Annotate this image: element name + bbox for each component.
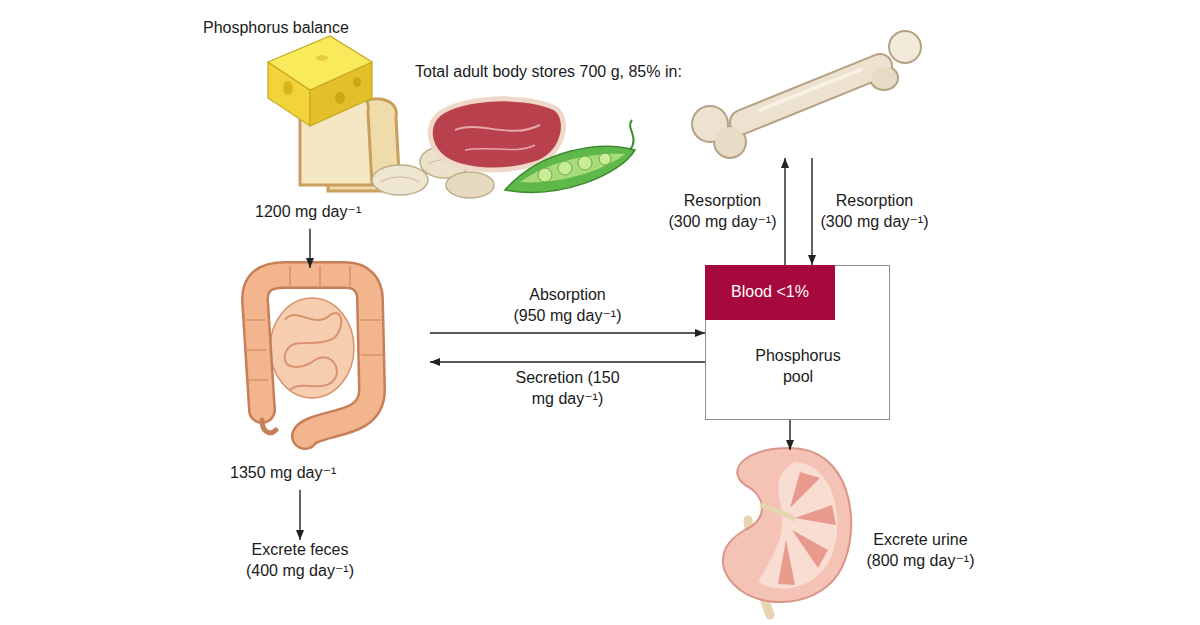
kidney: Excrete urine (800 mg day⁻¹) xyxy=(715,450,1000,610)
pea-pod-illustration xyxy=(599,153,611,165)
bone-illustration xyxy=(871,67,897,89)
intestine-illustration xyxy=(255,275,372,436)
pea-pod-illustration xyxy=(578,156,592,170)
flow-label: Secretion (150 mg day⁻¹) xyxy=(513,368,622,410)
node-text: 1200 mg day⁻¹ xyxy=(255,202,415,223)
intestine-illustration xyxy=(245,266,383,436)
cheese-illustration xyxy=(283,81,293,95)
bone-illustration xyxy=(742,66,880,122)
meat-illustration xyxy=(430,99,563,170)
mushroom-illustration xyxy=(380,177,420,182)
intestine-illustration xyxy=(285,313,342,390)
pea-pod-illustration xyxy=(630,120,634,150)
pea-pod-illustration xyxy=(505,120,635,192)
flow-label: Resorption (300 mg day⁻¹) xyxy=(668,191,777,233)
blood-box: Blood <1% xyxy=(705,265,835,320)
bone-illustration xyxy=(742,66,880,122)
kidney-illustration xyxy=(723,448,851,615)
intestine-illustration xyxy=(262,420,276,433)
node-text: Total adult body stores 700 g, 85% in: xyxy=(415,62,745,83)
kidney-illustration xyxy=(778,540,795,585)
cheese-illustration xyxy=(268,36,372,126)
pea-pod-illustration xyxy=(520,154,625,183)
pea-pod-illustration xyxy=(538,168,552,182)
food-intake: 1200 mg day⁻¹ xyxy=(245,16,645,229)
secretion-arrow xyxy=(430,361,705,362)
bone-illustration xyxy=(760,70,860,110)
node-text: Excrete urine (800 mg day⁻¹) xyxy=(858,530,983,572)
cheese-illustration xyxy=(316,55,328,61)
kidney-illustration xyxy=(792,530,828,568)
bone-illustration xyxy=(888,30,922,64)
kidney-illustration xyxy=(790,472,820,508)
large-intestine: 1350 mg day⁻¹ xyxy=(215,268,430,490)
fecal-output: Excrete feces (400 mg day⁻¹) xyxy=(240,540,360,582)
fecal-excretion-arrow xyxy=(299,490,300,540)
pea-pod-illustration xyxy=(505,146,635,192)
bone-release-arrow xyxy=(811,158,812,265)
kidney-illustration xyxy=(760,505,795,520)
intestine-illustration xyxy=(255,275,372,436)
bone-uptake-arrow xyxy=(784,158,785,265)
node-text: 1350 mg day⁻¹ xyxy=(230,463,380,484)
renal-excretion-arrow xyxy=(789,420,790,450)
meat-illustration xyxy=(465,145,535,150)
intestine-illustration xyxy=(270,298,354,398)
bone-store: Total adult body stores 700 g, 85% in: xyxy=(410,28,930,158)
cheese-illustration xyxy=(353,77,361,87)
phosphorus-pool-box: Phosphorus pool Blood <1% xyxy=(705,265,890,420)
flow-label: Resorption (300 mg day⁻¹) xyxy=(820,191,929,233)
kidney-illustration xyxy=(758,462,837,589)
kidney-illustration xyxy=(795,505,836,525)
node-text: Blood <1% xyxy=(705,282,835,303)
meat-illustration xyxy=(455,125,540,131)
bone-illustration xyxy=(691,30,922,159)
mushroom-illustration xyxy=(446,172,494,198)
absorption-arrow xyxy=(430,332,705,333)
bone-illustration xyxy=(890,32,920,62)
bone-illustration xyxy=(715,127,745,157)
intestine-illustration xyxy=(245,266,383,380)
node-text: Phosphorus pool xyxy=(743,346,853,388)
mushroom-illustration xyxy=(372,165,428,195)
pea-pod-illustration xyxy=(558,161,572,175)
flow-label: Absorption (950 mg day⁻¹) xyxy=(513,285,622,327)
cheese-illustration xyxy=(335,92,345,104)
kidney-illustration xyxy=(723,448,851,602)
diagram-title: Phosphorus balance xyxy=(203,18,349,39)
node-text: Excrete feces (400 mg day⁻¹) xyxy=(240,540,360,582)
intake-arrow xyxy=(309,229,310,268)
cheese-illustration xyxy=(268,36,372,90)
meat-illustration xyxy=(430,99,563,170)
